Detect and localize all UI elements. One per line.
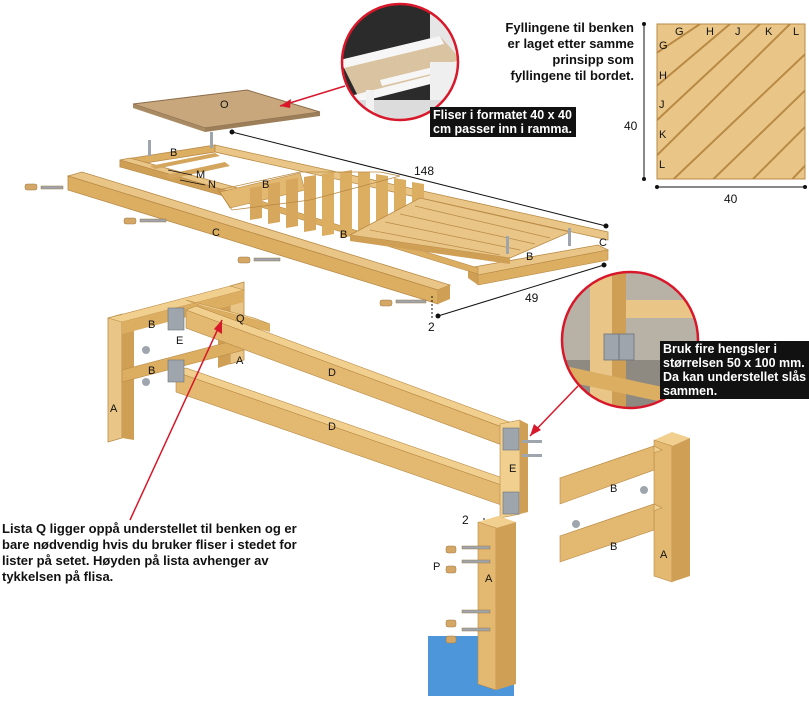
label-b-5: B — [148, 319, 155, 331]
tile-pointer — [279, 85, 346, 107]
label-a-3: A — [660, 549, 668, 561]
label-b-6: B — [148, 365, 155, 377]
tile-o-edge — [133, 104, 205, 132]
front-leg-a — [477, 516, 516, 691]
label-e-2: E — [509, 463, 516, 475]
label-a-1: A — [236, 355, 244, 367]
panel-label-j-side: J — [659, 99, 665, 111]
dim-drop: 2 — [428, 320, 435, 334]
label-n: N — [208, 179, 216, 191]
panel-label-l-side: L — [659, 159, 665, 171]
label-c-2: C — [599, 237, 607, 249]
label-m: M — [196, 169, 205, 181]
panel-label-h-top: H — [706, 26, 714, 38]
label-q: Q — [236, 313, 245, 325]
dimension-lines — [229, 129, 609, 526]
frame-screws — [148, 132, 571, 254]
label-e-1: E — [176, 335, 183, 347]
panel-label-j-top: J — [735, 26, 741, 38]
panel-label-l-top: L — [793, 26, 799, 38]
caption-lista-q: Lista Q ligger oppå understellet til ben… — [2, 521, 297, 584]
label-a-4: A — [485, 573, 493, 585]
caption-tile-format: Fliser i formatet 40 x 40 cm passer inn … — [430, 107, 576, 137]
dowels-c — [24, 183, 427, 307]
caption-hinges: Bruk fire hengsler i størrelsen 50 x 100… — [660, 341, 809, 399]
label-b-4: B — [526, 251, 533, 263]
caption-panels: Fyllingene til benken er laget etter sam… — [505, 20, 634, 83]
panel-label-h-side: H — [659, 70, 667, 82]
label-a-2: A — [110, 403, 118, 415]
label-c-1: C — [212, 227, 220, 239]
seat-slats — [217, 170, 424, 238]
tile-closeup-callout — [340, 2, 460, 122]
label-o: O — [220, 99, 229, 111]
dim-length: 148 — [414, 164, 434, 178]
dim-panel-height: 40 — [624, 119, 638, 133]
dim-width: 49 — [525, 291, 539, 305]
label-d-1: D — [328, 367, 336, 379]
panel-diagram — [642, 22, 807, 189]
panel-label-g-side: G — [659, 40, 668, 52]
label-b-7: B — [610, 483, 617, 495]
label-b-8: B — [610, 541, 617, 553]
dim-drop-leg: 2 — [462, 513, 469, 527]
panel-label-g-top: G — [675, 26, 684, 38]
label-b-1: B — [170, 147, 177, 159]
lista-q-pointer — [129, 319, 223, 521]
panel-label-k-top: K — [765, 26, 773, 38]
label-d-2: D — [328, 421, 336, 433]
panel-label-k-side: K — [659, 129, 667, 141]
bench-understructure — [106, 281, 542, 519]
dim-panel-width: 40 — [724, 192, 738, 206]
dowels-leg — [445, 545, 491, 644]
label-p: P — [433, 561, 440, 573]
end-frame-right — [559, 432, 690, 583]
label-b-2: B — [262, 179, 269, 191]
label-b-3: B — [340, 229, 347, 241]
